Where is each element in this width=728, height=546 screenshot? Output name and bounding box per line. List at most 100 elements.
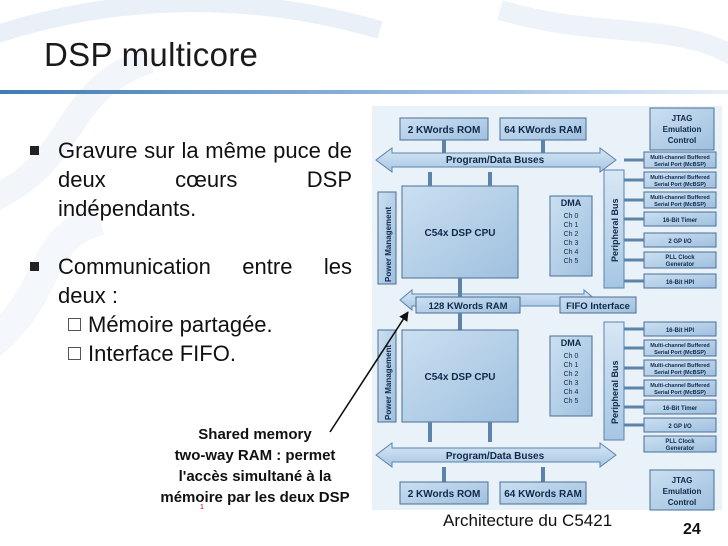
top-bus-arrow (375, 147, 617, 173)
peripheral-bus-top (603, 169, 625, 289)
dma-channel: Ch 3 (564, 240, 579, 247)
dma-channel: Ch 4 (564, 389, 579, 396)
bullet-item: Gravure sur la même puce de deux cœurs D… (30, 136, 352, 223)
dma-bottom-channels: Ch 0 Ch 1 Ch 2 Ch 3 Ch 4 Ch 5 (564, 353, 579, 405)
jtag-bottom-line: Control (668, 498, 696, 507)
bullet-text: Gravure sur la même puce de deux cœurs D… (58, 138, 352, 221)
power-management-bottom (377, 329, 397, 423)
peripheral-label: 16-Bit HPI (666, 280, 695, 286)
annotation-line: Shared memory (198, 426, 312, 443)
dma-top-channels: Ch 0 Ch 1 Ch 2 Ch 3 Ch 4 Ch 5 (564, 213, 579, 265)
dma-channel: Ch 5 (564, 398, 579, 405)
dma-channel: Ch 1 (564, 222, 579, 229)
shared-ram-label: 128 KWords RAM (428, 301, 507, 312)
tiny-mark: 1 (200, 504, 204, 511)
peripheral-bus-top-label: Peripheral Bus (610, 198, 620, 262)
peripheral-label: Serial Port (McBSP) (654, 350, 706, 356)
bullet-list: Gravure sur la même puce de deux cœurs D… (30, 136, 352, 368)
peripheral-label: 2 GP I/O (668, 424, 692, 430)
peripheral-label: Serial Port (McBSP) (654, 390, 706, 396)
top-rom-label: 2 KWords ROM (408, 125, 481, 136)
dma-channel: Ch 0 (564, 213, 579, 220)
square-bullet-icon (30, 146, 39, 155)
peripheral-label: Generator (666, 262, 695, 268)
peripheral-label: PLL Clock (665, 255, 695, 261)
cpu-bottom-block (401, 329, 519, 423)
dma-channel: Ch 0 (564, 353, 579, 360)
peripheral-label: Multi-channel Buffered (650, 343, 710, 349)
dma-channel: Ch 4 (564, 249, 579, 256)
bottom-bus-arrow (375, 442, 617, 468)
bottom-ram-label: 64 KWords RAM (504, 489, 582, 500)
jtag-top-line: JTAG (672, 114, 693, 123)
cpu-top-label: C54x DSP CPU (425, 228, 496, 239)
peripheral-label: Multi-channel Buffered (650, 383, 710, 389)
annotation-line: mémoire par les deux DSP (160, 489, 350, 506)
top-ram-label: 64 KWords RAM (504, 125, 582, 136)
annotation-line: l'accès simultané à la (178, 468, 332, 485)
peripheral-label: Multi-channel Buffered (650, 363, 710, 369)
cpu-top-block (401, 185, 519, 279)
shared-memory-annotation: Shared memory two-way RAM : permet l'acc… (140, 424, 370, 508)
jtag-bottom-line: JTAG (672, 476, 693, 485)
peripheral-label: Serial Port (McBSP) (654, 370, 706, 376)
jtag-bottom-line: Emulation (663, 487, 702, 496)
peripheral-label: Generator (666, 446, 695, 452)
dma-channel: Ch 5 (564, 258, 579, 265)
dma-bottom-block (549, 335, 593, 417)
annotation-arrow (329, 311, 409, 433)
hollow-square-bullet-icon (68, 347, 81, 360)
peripheral-label: 16-Bit HPI (666, 328, 695, 334)
jtag-top-block (649, 107, 715, 151)
peripheral-label: 2 GP I/O (668, 239, 692, 245)
page-number: 24 (683, 521, 701, 538)
sub-bullet-item: Mémoire partagée. (30, 310, 352, 339)
fifo-interface-block (559, 296, 637, 314)
bottom-rom-label: 2 KWords ROM (408, 489, 481, 500)
dma-top-title: DMA (561, 198, 582, 208)
dma-bottom-title: DMA (561, 338, 582, 348)
peripheral-label: Multi-channel Buffered (650, 175, 710, 181)
bottom-bus-label: Program/Data Buses (446, 451, 545, 462)
dma-channel: Ch 3 (564, 380, 579, 387)
peripherals-bottom: 16-Bit HPI Multi-channel Buffered Serial… (643, 321, 717, 453)
jtag-top-line: Emulation (663, 125, 702, 134)
peripheral-label: Multi-channel Buffered (650, 155, 710, 161)
annotation-line: two-way RAM : permet (174, 447, 336, 464)
cpu-bottom-label: C54x DSP CPU (425, 372, 496, 383)
bottom-ram-block (499, 481, 587, 505)
peripheral-label: Serial Port (McBSP) (654, 162, 706, 168)
power-management-top-label: Power Management (384, 207, 393, 282)
peripherals-top: Multi-channel Buffered Serial Port (McBS… (643, 151, 717, 289)
dma-top-block (549, 195, 593, 277)
sub-bullet-text: Mémoire partagée. (88, 312, 273, 337)
figure-caption: Architecture du C5421 (443, 511, 613, 530)
slide-title: DSP multicore (44, 36, 259, 73)
sub-bullet-text: Interface FIFO. (88, 341, 236, 366)
peripheral-label: 16-Bit Timer (663, 406, 698, 412)
power-management-bottom-label: Power Management (384, 345, 393, 420)
jtag-top-line: Control (668, 136, 696, 145)
peripheral-label: 16-Bit Timer (663, 218, 698, 224)
bullet-text: Communication entre les deux : (58, 254, 352, 308)
bullet-item: Communication entre les deux : (30, 252, 352, 310)
peripheral-label: PLL Clock (665, 439, 695, 445)
peripheral-bus-bottom-label: Peripheral Bus (610, 360, 620, 424)
power-management-top (377, 191, 397, 285)
dma-channel: Ch 2 (564, 231, 579, 238)
title-underline (0, 90, 728, 94)
peripheral-label: Multi-channel Buffered (650, 195, 710, 201)
dma-channel: Ch 2 (564, 371, 579, 378)
peripheral-label: Serial Port (McBSP) (654, 202, 706, 208)
top-bus-label: Program/Data Buses (446, 155, 545, 166)
jtag-bottom-block (649, 469, 715, 511)
fifo-interface-label: FIFO Interface (566, 301, 630, 312)
square-bullet-icon (30, 262, 39, 271)
shared-ram-block (415, 296, 521, 314)
dma-channel: Ch 1 (564, 362, 579, 369)
hollow-square-bullet-icon (68, 318, 81, 331)
sub-bullet-item: Interface FIFO. (30, 339, 352, 368)
